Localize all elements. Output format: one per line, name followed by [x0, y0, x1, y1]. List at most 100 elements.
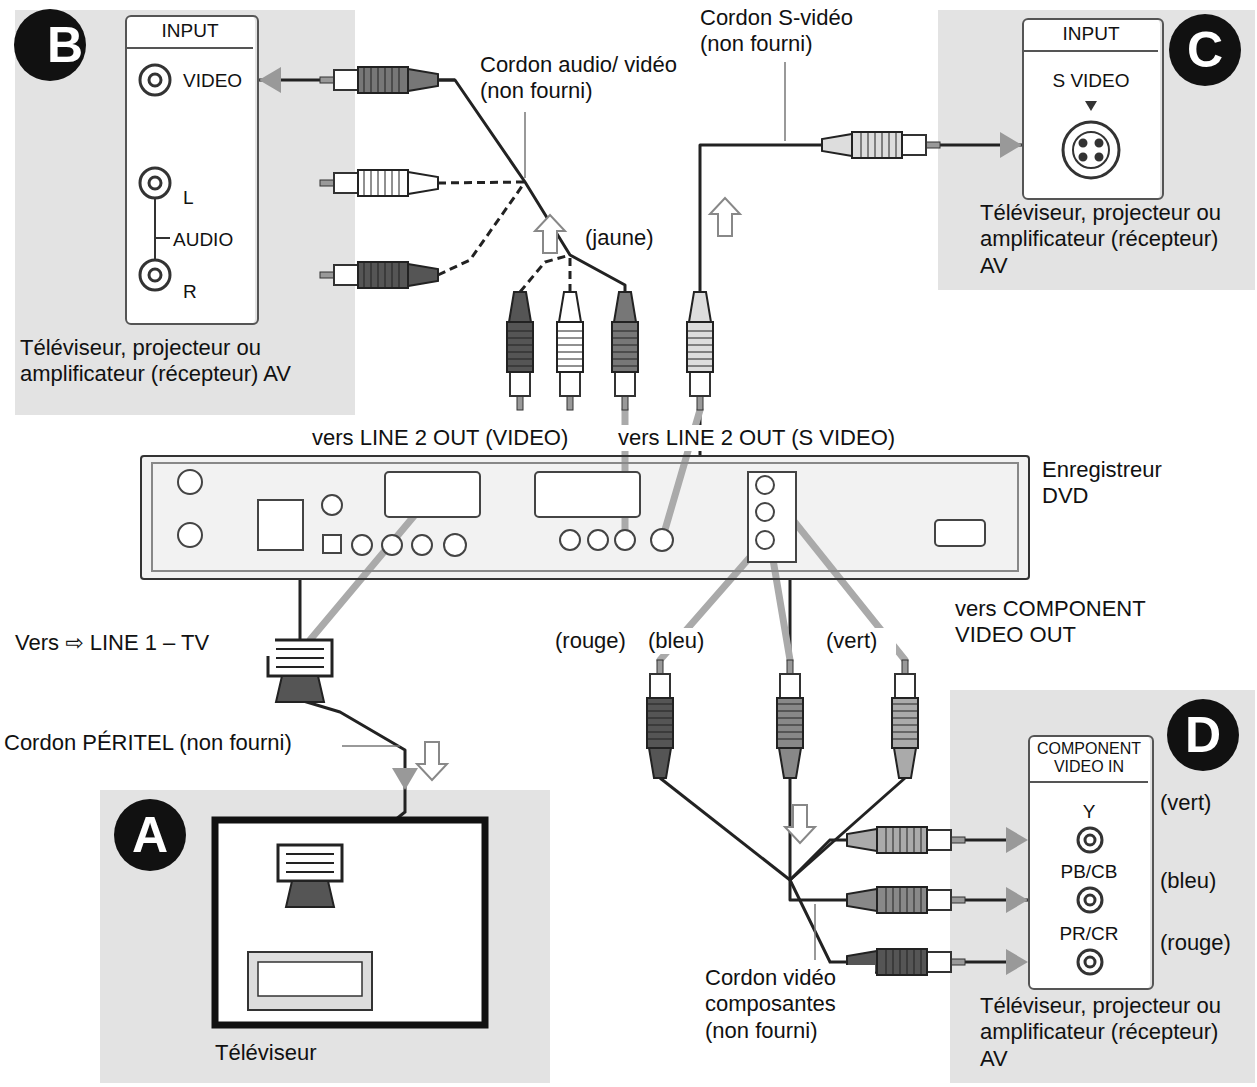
node-text: AUDIO — [173, 229, 253, 252]
plug-grip — [875, 132, 876, 158]
plug-tail — [689, 292, 711, 322]
rca-jack — [149, 74, 161, 86]
plug-pin — [787, 660, 793, 674]
rca-jack — [756, 531, 774, 549]
connector-label: vers LINE 2 OUT (S VIDEO) — [618, 425, 948, 451]
rca-plug — [847, 827, 965, 853]
plug-sleeve — [615, 372, 635, 396]
mark-triangle — [1085, 101, 1097, 111]
plug-grip — [371, 262, 372, 288]
plug-sleeve — [650, 674, 670, 698]
callout-letter: B — [30, 10, 100, 80]
plug-pin — [320, 272, 334, 278]
wire — [310, 497, 430, 640]
cord — [520, 255, 570, 292]
plug-grip — [507, 345, 533, 346]
ac-inlet — [935, 520, 985, 546]
recorder-box: Enregistreur DVD — [140, 455, 1030, 580]
cord — [965, 961, 1006, 964]
plug-grip — [886, 949, 887, 975]
rca-plug — [320, 170, 438, 196]
callout-circle — [114, 799, 186, 871]
node-text: Téléviseur — [215, 1040, 415, 1066]
rca-jack — [560, 530, 580, 550]
cable-label: Cordon S-vidéo (non fourni) — [700, 5, 885, 58]
plug-sleeve — [895, 674, 915, 698]
leader-line — [342, 745, 400, 747]
rca-jack — [352, 535, 372, 555]
cable-label: Cordon audio/ vidéo (non fourni) — [480, 52, 685, 105]
plug-grip — [647, 704, 673, 705]
cord — [965, 839, 1006, 842]
scart-head — [268, 640, 332, 676]
node-text: L — [183, 187, 223, 210]
plug-tail — [509, 292, 531, 322]
plug-sleeve — [902, 135, 926, 155]
node-text: PB/CB — [1030, 861, 1148, 884]
plug-grip — [392, 262, 393, 288]
plug-grip — [385, 170, 386, 196]
plug-grip — [399, 262, 400, 288]
rca-jack — [1078, 950, 1102, 974]
plug-grip — [900, 827, 901, 853]
plug-grip — [777, 704, 803, 705]
plug-pin — [517, 396, 523, 410]
node-text: PR/CR — [1030, 923, 1148, 946]
label-plate — [258, 500, 303, 550]
connector-label: vers COMPONENT VIDEO OUT — [955, 596, 1185, 649]
plug-grip — [647, 739, 673, 740]
plug-grip — [612, 352, 638, 353]
leader-line — [784, 62, 786, 141]
input-panel: INPUTVIDEOLAUDIOR — [125, 15, 259, 325]
cord — [569, 255, 572, 292]
plug-tail — [894, 748, 916, 778]
cord — [790, 880, 847, 962]
rca-plug — [892, 660, 918, 778]
scart-socket-inner — [258, 962, 362, 996]
plug-grip — [777, 739, 803, 740]
node-text: R — [183, 281, 223, 304]
rca-jack — [756, 476, 774, 494]
input-panel: COMPONENT VIDEO INYPB/CBPR/CR — [1028, 735, 1154, 990]
connector-label: (rouge) — [555, 628, 637, 654]
plug-grip — [392, 67, 393, 93]
plug-grip — [892, 725, 918, 726]
rca-plug — [507, 292, 533, 410]
input-jacks — [140, 65, 1119, 974]
plug-pin — [951, 959, 965, 965]
rca-jack — [140, 260, 170, 290]
rca-jack — [1085, 835, 1095, 845]
plug-grip — [861, 132, 862, 158]
plug-tail — [559, 292, 581, 322]
plug-sleeve — [690, 372, 710, 396]
plug-tail — [408, 69, 438, 91]
plug-grip — [647, 711, 673, 712]
rca-jack — [140, 168, 170, 198]
plug-grip — [364, 67, 365, 93]
plug-grip — [900, 949, 901, 975]
connector-label: (vert) — [826, 628, 896, 654]
rca-plug — [687, 292, 713, 410]
plug-grip — [907, 949, 908, 975]
plug-grip — [557, 331, 583, 332]
grey-arrow — [1006, 949, 1028, 975]
plug-body — [358, 170, 408, 196]
scart-socket — [248, 952, 372, 1010]
plug-grip — [385, 262, 386, 288]
plug-sleeve — [927, 952, 951, 972]
rca-plug — [320, 67, 438, 93]
optical-jack — [323, 535, 341, 553]
plug-sleeve — [334, 173, 358, 193]
plug-sleeve — [334, 265, 358, 285]
plugs — [268, 67, 965, 975]
plug-tail — [779, 748, 801, 778]
connector-label: (rouge) — [1160, 930, 1252, 956]
cord — [660, 778, 790, 880]
plug-grip — [687, 331, 713, 332]
rca-jack — [149, 177, 161, 189]
callout-letter: D — [1168, 700, 1238, 770]
plug-body — [852, 132, 902, 158]
plug-body — [892, 698, 918, 748]
callout-letter: C — [1170, 15, 1240, 85]
svideo-jack — [651, 529, 673, 551]
